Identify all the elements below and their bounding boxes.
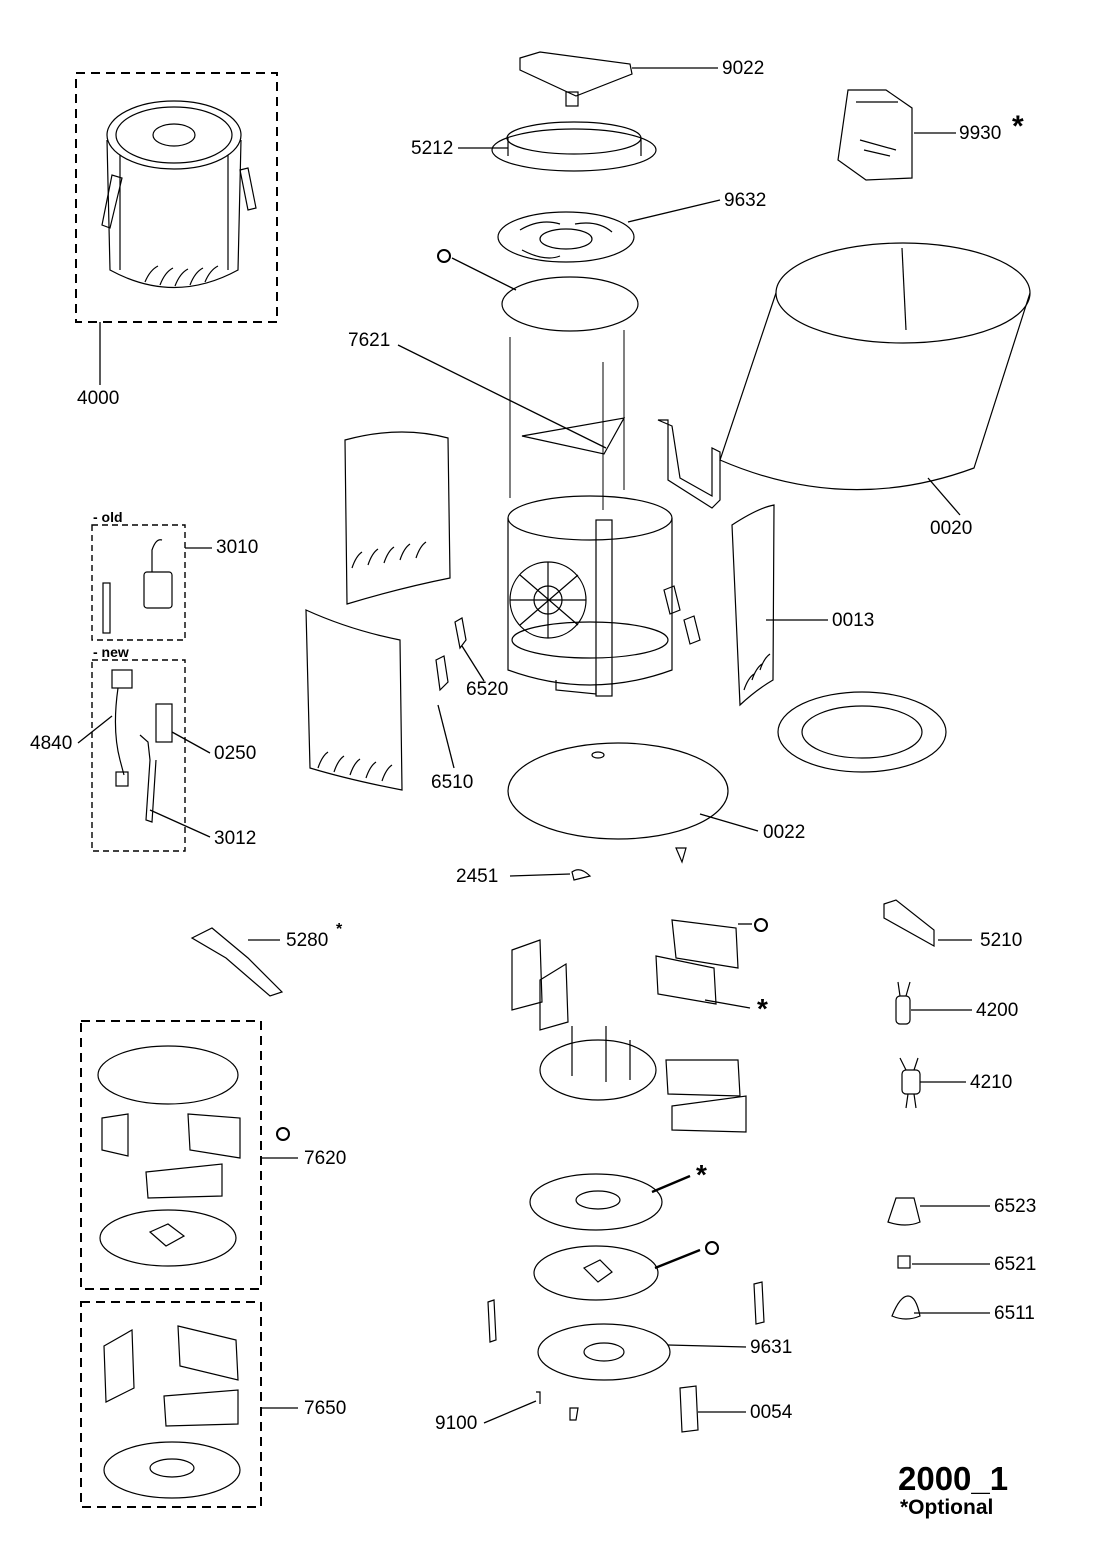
- side-bracket: [657, 419, 721, 509]
- part-label-3012: 3012: [214, 828, 257, 849]
- part-label-6521: 6521: [994, 1254, 1037, 1275]
- part-label-0022: 0022: [763, 822, 806, 843]
- part-label-7650: 7650: [304, 1398, 347, 1419]
- part-label-6511: 6511: [994, 1303, 1035, 1324]
- capacitor-4200: [895, 981, 911, 1025]
- board-5210: [883, 899, 935, 948]
- lampshade-0020: [719, 242, 1031, 491]
- ring-marker: [754, 918, 768, 932]
- part-label-4200: 4200: [976, 1000, 1019, 1021]
- clip-2451: [571, 869, 592, 881]
- disc-gasket: [501, 276, 639, 332]
- kit-7650: [103, 1325, 241, 1499]
- bracket-5280: [190, 927, 284, 997]
- ring-marker: [705, 1241, 719, 1255]
- part-label-9632: 9632: [724, 190, 767, 211]
- part-label-5280: 5280: [286, 930, 329, 951]
- middle-plates: [487, 1173, 765, 1433]
- parts-bag-9930: [837, 89, 913, 181]
- triangle-7621: [521, 417, 626, 455]
- part-label-5210: 5210: [980, 930, 1023, 951]
- ring-marker: [276, 1127, 290, 1141]
- clip-2451b: [675, 847, 687, 864]
- base-disc-0022: [507, 742, 729, 840]
- part-label-0013: 0013: [832, 610, 875, 631]
- heater-unit-4000: [101, 100, 257, 289]
- part-label-4840: 4840: [30, 733, 73, 754]
- optional-asterisk-9930: *: [1012, 110, 1024, 143]
- part-label-6523: 6523: [994, 1196, 1037, 1217]
- part-label-6510: 6510: [431, 772, 474, 793]
- part-label-7621: 7621: [348, 330, 391, 351]
- new-sensor-kit: [111, 669, 173, 823]
- part-label-4000: 4000: [77, 388, 120, 409]
- leader-lines: [77, 67, 990, 1424]
- lamp-parts: [887, 1197, 921, 1320]
- frames: [75, 72, 278, 1508]
- thermostat-3010: [102, 539, 173, 634]
- capacitor-4210: [899, 1057, 921, 1109]
- part-label-5212: 5212: [411, 138, 454, 159]
- part-label-0250: 0250: [214, 743, 257, 764]
- central-core: [507, 495, 673, 697]
- optional-asterisk-plate: *: [696, 1159, 707, 1190]
- section-label-new: - new: [93, 644, 129, 660]
- optional-asterisk-reflector: *: [757, 993, 768, 1024]
- optional-asterisk-5280: *: [336, 921, 343, 938]
- optional-note: *Optional: [900, 1496, 994, 1519]
- ring-marker: [437, 249, 451, 263]
- reflector-group: [511, 919, 747, 1133]
- section-label-old: - old: [93, 509, 123, 525]
- bracket-9022: [519, 51, 633, 107]
- part-label-2451: 2451: [456, 866, 499, 887]
- part-label-9930: 9930: [959, 123, 1002, 144]
- plate-9632: [497, 211, 635, 263]
- part-label-0054: 0054: [750, 1402, 793, 1423]
- light-tubes: [435, 585, 701, 692]
- part-label-6520: 6520: [466, 679, 509, 700]
- part-label-9631: 9631: [750, 1337, 793, 1358]
- support-ring: [777, 691, 947, 773]
- kit-7620: [97, 1045, 241, 1267]
- part-label-0020: 0020: [930, 518, 973, 539]
- drawing-number: 2000_1: [898, 1460, 1009, 1497]
- part-label-7620: 7620: [304, 1148, 347, 1169]
- part-label-4210: 4210: [970, 1072, 1013, 1093]
- side-panels: [305, 431, 775, 791]
- ring-5212: [491, 121, 657, 172]
- part-label-9100: 9100: [435, 1413, 478, 1434]
- part-label-3010: 3010: [216, 537, 259, 558]
- part-label-9022: 9022: [722, 58, 765, 79]
